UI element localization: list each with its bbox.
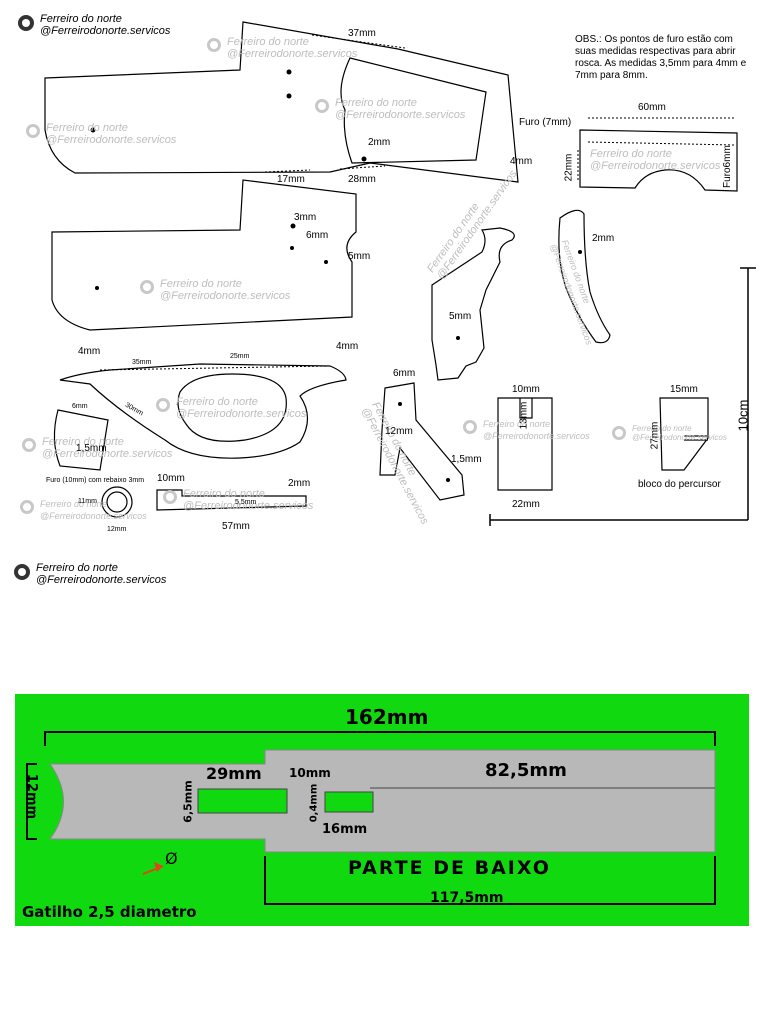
dim-label: 2mm — [368, 137, 391, 148]
dim-label: 25mm — [230, 353, 250, 360]
dim-label: 22mm — [512, 499, 540, 510]
dim-label: 3mm — [294, 212, 317, 223]
dim-label: 10mm — [157, 473, 185, 484]
thin-strip-outline — [156, 489, 307, 511]
slot-29mm — [197, 788, 288, 814]
dim-label: 35mm — [132, 359, 152, 366]
frame-piece-hole — [177, 373, 287, 442]
u-block-outline — [497, 397, 553, 491]
dim-label: 22mm — [563, 153, 575, 182]
dim-label: 6mm — [306, 230, 329, 241]
dim-label: 2mm — [592, 233, 615, 244]
dim-label: 60mm — [638, 102, 666, 113]
total-length-label: 162mm — [345, 705, 429, 729]
brand-logo-icon — [14, 564, 30, 580]
scale-label: 10cm — [735, 399, 751, 432]
dim-label: 13mm — [518, 401, 530, 430]
dim-label: 15mm — [670, 384, 698, 395]
spring-piece-outline — [558, 209, 611, 344]
watermark: Ferreiro do norte@Ferreirodonorte.servic… — [22, 436, 172, 460]
watermark: Ferreiro do norte@Ferreirodonorte.servic… — [140, 278, 290, 302]
dim-label: 12mm — [107, 526, 127, 533]
watermark-logo-icon — [26, 124, 40, 138]
watermark: Ferreiro do norte@Ferreirodonorte.servic… — [156, 396, 306, 420]
dim-label: 2mm — [288, 478, 311, 489]
dim-label: Furo (7mm) — [519, 117, 572, 128]
part-title: PARTE DE BAIXO — [348, 857, 551, 879]
watermark-logo-icon — [20, 500, 34, 514]
watermark-logo-icon — [463, 420, 477, 434]
dim-label: 1,5mm — [76, 443, 107, 454]
watermark-logo-icon — [207, 38, 221, 52]
dim-label: 5,5mm — [235, 499, 257, 506]
lower-diagram-drawing — [26, 731, 716, 905]
gatilho-label: Gatilho 2,5 diametro — [22, 903, 197, 921]
dim-label: Furo6mm — [722, 145, 733, 188]
watermark-logo-icon — [140, 280, 154, 294]
dim-label: 12mm — [385, 426, 413, 437]
dim-label: 4mm — [78, 346, 101, 357]
trigger-piece-outline — [431, 227, 515, 381]
bloco-percursor-outline — [659, 397, 709, 471]
watermark-logo-icon — [22, 438, 36, 452]
block-60mm-outline — [579, 129, 738, 192]
frame-piece-outline — [59, 363, 347, 459]
dim-label: 4mm — [336, 341, 359, 352]
brand-header-top: Ferreiro do norte @Ferreirodonorte.servi… — [18, 13, 170, 37]
dim-label: Furo (10mm) com rebaixo 3mm — [46, 477, 145, 484]
watermark: Ferreiro do norte@Ferreirodonorte.servic… — [26, 122, 176, 146]
dim-label: 1,5mm — [451, 454, 482, 465]
dim-label: 57mm — [222, 521, 250, 532]
slot-16mm — [324, 791, 374, 813]
side-panel-window — [340, 57, 487, 164]
height-label: 12mm — [24, 773, 40, 820]
dim-label: 6mm — [393, 368, 416, 379]
watermark-logo-icon — [612, 426, 626, 440]
slot1-height-label: 6,5mm — [181, 780, 195, 823]
dim-label: 10mm — [512, 384, 540, 395]
bottom-part-shape — [49, 749, 716, 853]
watermark: Ferreiro do norte@Ferreirodonorte.servic… — [463, 418, 590, 442]
obs-note: OBS.: Os pontos de furo estão com suas m… — [575, 34, 747, 81]
watermark-logo-icon — [163, 490, 177, 504]
watermark: Ferreiro do norte@Ferreirodonorte.servic… — [612, 424, 727, 442]
side-panel-outline — [44, 21, 519, 183]
slot2-height-label: 0,4mm — [308, 783, 320, 823]
lower-diagram-panel: 162mm 12mm 29mm 6,5mm 10mm 0,4mm 16mm 82… — [15, 694, 749, 926]
watermark: Ferreiro do norte@Ferreirodonorte.servic… — [590, 148, 721, 172]
part-label: bloco do percursor — [638, 479, 721, 490]
panel-two-outline — [51, 179, 357, 331]
dim-label: 11mm — [78, 498, 97, 505]
dim-label: 28mm — [348, 174, 376, 185]
bottom-length-label: 117,5mm — [430, 890, 504, 906]
watermark-logo-icon — [156, 398, 170, 412]
watermark: Ferreiro do norte@Ferreirodonorte.servic… — [20, 498, 147, 522]
gap-label: 10mm — [289, 766, 331, 780]
brand-logo-icon — [18, 15, 34, 31]
angled-piece-outline — [379, 382, 465, 501]
watermark: Ferreiro do norte@Ferreirodonorte.servic… — [163, 488, 313, 512]
dim-label: 27mm — [649, 421, 661, 450]
dim-label: 4mm — [510, 156, 533, 167]
dim-label: 37mm — [348, 28, 376, 39]
washer-outline — [101, 486, 133, 518]
watermark: Ferreiro do norte@Ferreirodonorte.servic… — [207, 36, 357, 60]
watermark-logo-icon — [315, 99, 329, 113]
dim-label: 17mm — [277, 174, 305, 185]
watermark: Ferreiro do norte@Ferreirodonorte.servic… — [315, 97, 465, 121]
diameter-icon: Ø — [165, 849, 178, 868]
slot2-length-label: 16mm — [322, 822, 368, 837]
small-piece-outline — [53, 409, 109, 471]
brand-header-bottom: Ferreiro do norte @Ferreirodonorte.servi… — [14, 562, 166, 586]
slot1-length-label: 29mm — [206, 764, 262, 783]
dim-label: 6mm — [72, 403, 88, 410]
dim-label: 5mm — [449, 311, 472, 322]
remaining-length-label: 82,5mm — [485, 760, 567, 781]
dim-label: 5mm — [348, 251, 371, 262]
